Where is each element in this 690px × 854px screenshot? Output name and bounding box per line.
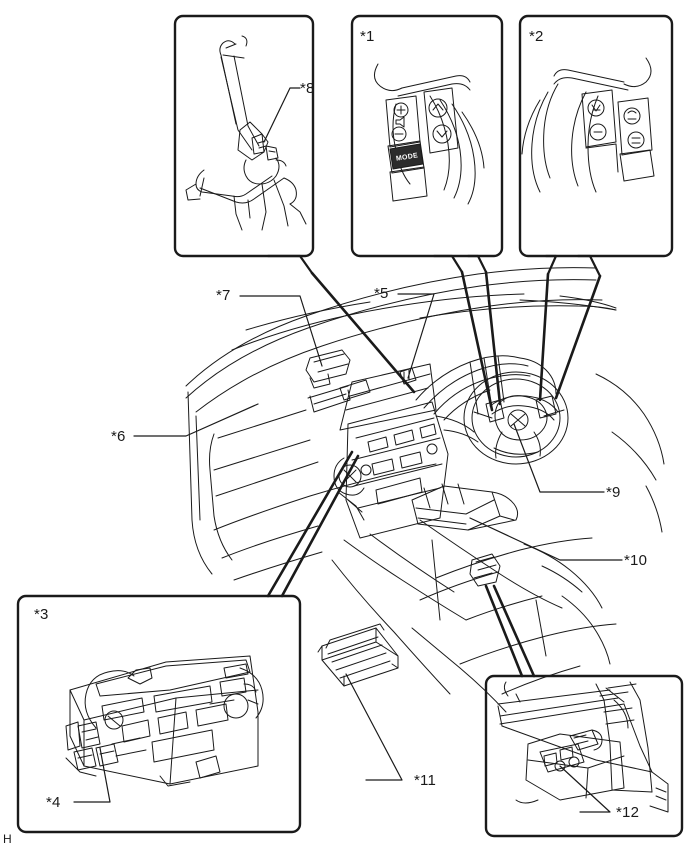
detail-box-1-frame <box>350 14 504 274</box>
detail-box-12-frame <box>484 674 684 838</box>
callout-label-1: *1 <box>360 28 375 45</box>
detail-box-8-frame <box>173 14 315 275</box>
detail-box-2-frame <box>518 14 674 278</box>
shift-lever-illustration <box>185 35 307 231</box>
mode-button-body <box>389 143 424 170</box>
detail-box-pointer-lines <box>266 270 602 678</box>
steering-wheel-left-illustration <box>374 63 485 205</box>
main-leader-lines <box>133 293 623 561</box>
callout-label-11: *11 <box>414 772 437 789</box>
callout-label-7: *7 <box>216 287 231 304</box>
sheet-code: H <box>3 832 12 846</box>
callout-label-10: *10 <box>624 552 648 569</box>
callout-label-12: *12 <box>616 804 640 821</box>
radio-receiver-illustration <box>65 655 264 787</box>
callout-11-leader <box>345 673 403 781</box>
callout-label-9: *9 <box>606 484 621 501</box>
callout-label-4: *4 <box>46 794 61 811</box>
callout-label-5: *5 <box>374 285 389 302</box>
callout-4-leader <box>73 747 111 803</box>
console-connector-illustration <box>497 681 669 813</box>
callout-label-6: *6 <box>111 428 126 445</box>
steering-wheel-right-illustration <box>521 57 655 193</box>
callout-label-2: *2 <box>529 28 544 45</box>
callout-label-8: *8 <box>300 80 315 97</box>
callout-8-leader <box>263 87 301 143</box>
detail-box-3-frame <box>16 594 302 834</box>
callout-12-leader <box>559 765 611 813</box>
callout-label-3: *3 <box>34 606 49 623</box>
instrument-panel-illustration <box>185 267 665 713</box>
amplifier-module-illustration <box>317 623 399 687</box>
